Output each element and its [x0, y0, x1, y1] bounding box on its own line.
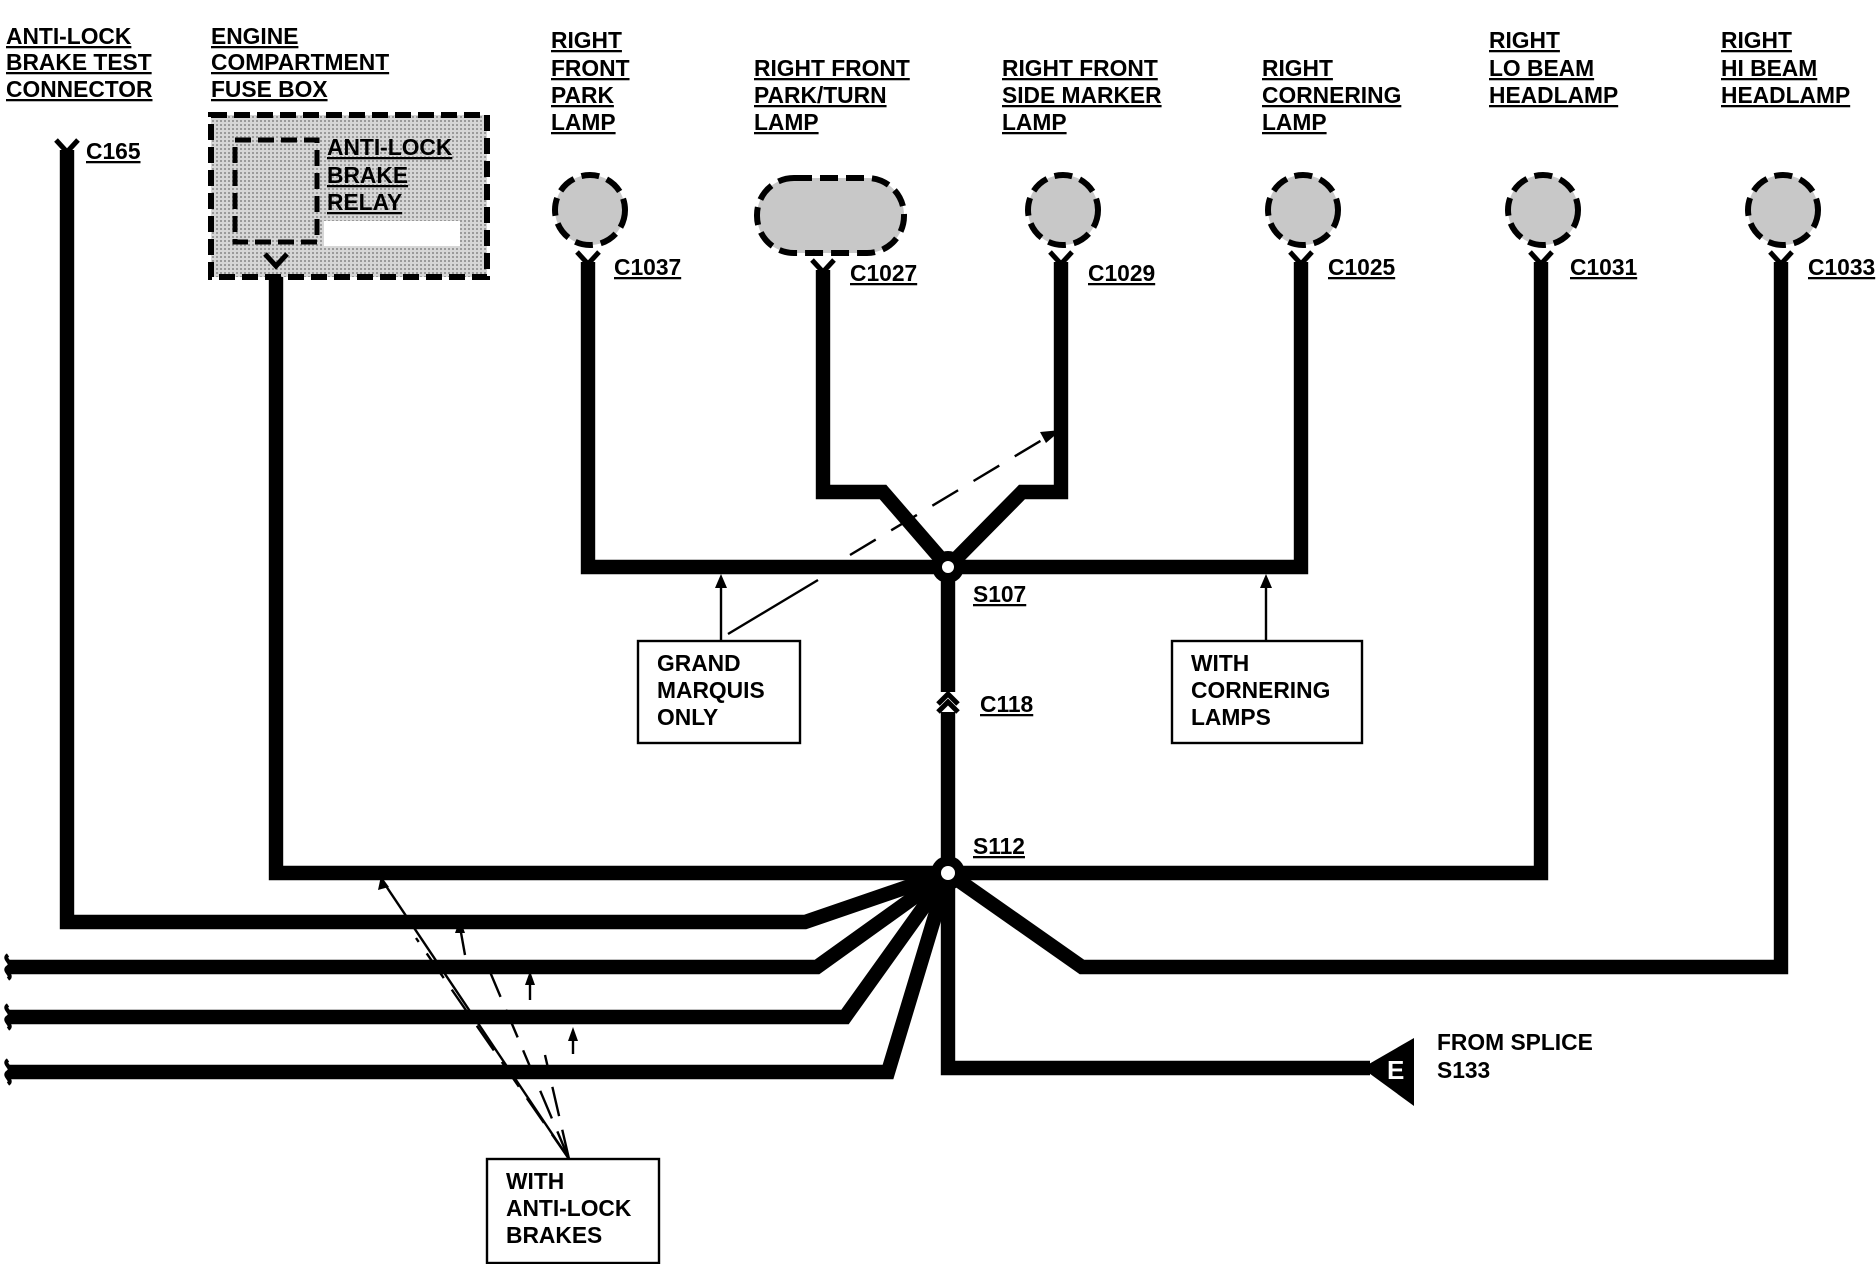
- svg-text:LAMP: LAMP: [551, 109, 616, 135]
- lamp-hi-beam: C1033: [1745, 172, 1875, 280]
- label-park-turn-lamp: RIGHT FRONT PARK/TURN LAMP: [754, 55, 910, 135]
- wire-lo-beam: [948, 262, 1549, 881]
- ground-terminal-e: E: [1362, 1038, 1414, 1106]
- svg-text:RIGHT: RIGHT: [551, 27, 622, 53]
- svg-text:CONNECTOR: CONNECTOR: [6, 76, 153, 102]
- wire-left-3: [8, 870, 955, 1080]
- svg-text:E: E: [1387, 1055, 1404, 1085]
- svg-text:ONLY: ONLY: [657, 704, 718, 730]
- arrows-grand-marquis: [715, 430, 1061, 641]
- svg-text:RIGHT: RIGHT: [1489, 27, 1560, 53]
- svg-text:C1027: C1027: [850, 260, 917, 286]
- label-park-lamp: RIGHT FRONT PARK LAMP: [551, 27, 630, 135]
- svg-text:PARK/TURN: PARK/TURN: [754, 82, 887, 108]
- wire-harness: [8, 150, 1789, 1080]
- svg-text:LAMP: LAMP: [1002, 109, 1067, 135]
- fuse-box: ANTI-LOCK BRAKE RELAY: [208, 112, 490, 280]
- svg-text:C165: C165: [86, 138, 141, 164]
- svg-text:BRAKES: BRAKES: [506, 1222, 602, 1248]
- svg-text:CORNERING: CORNERING: [1191, 677, 1330, 703]
- svg-text:BRAKE TEST: BRAKE TEST: [6, 49, 152, 75]
- connector-c165: C165: [54, 138, 141, 164]
- svg-text:C1025: C1025: [1328, 254, 1395, 280]
- splice-s107: [932, 551, 964, 583]
- svg-text:MARQUIS: MARQUIS: [657, 677, 765, 703]
- label-cornering-lamp: RIGHT CORNERING LAMP: [1262, 55, 1401, 135]
- svg-text:FROM SPLICE: FROM SPLICE: [1437, 1029, 1593, 1055]
- svg-text:WITH: WITH: [506, 1168, 564, 1194]
- svg-text:C1031: C1031: [1570, 254, 1637, 280]
- label-side-marker-lamp: RIGHT FRONT SIDE MARKER LAMP: [1002, 55, 1162, 135]
- svg-text:ANTI-LOCK: ANTI-LOCK: [327, 134, 453, 160]
- svg-text:ANTI-LOCK: ANTI-LOCK: [506, 1195, 632, 1221]
- wire-fuse-box: [268, 262, 948, 881]
- svg-text:ENGINE: ENGINE: [211, 23, 298, 49]
- note-cornering-lamps: WITH CORNERING LAMPS: [1170, 639, 1364, 745]
- svg-text:C1033: C1033: [1808, 254, 1875, 280]
- break-mark-3: [4, 1058, 12, 1086]
- break-mark-2: [4, 1003, 12, 1031]
- label-abs-test-connector: ANTI-LOCK BRAKE TEST CONNECTOR: [6, 23, 153, 102]
- abs-relay: [232, 137, 320, 245]
- svg-text:LO BEAM: LO BEAM: [1489, 55, 1594, 81]
- note-grand-marquis: GRAND MARQUIS ONLY: [636, 639, 802, 745]
- break-mark-1: [4, 953, 12, 981]
- lamp-side-marker: C1029: [1025, 172, 1155, 286]
- svg-text:HEADLAMP: HEADLAMP: [1721, 82, 1850, 108]
- svg-text:SIDE MARKER: SIDE MARKER: [1002, 82, 1162, 108]
- svg-text:HEADLAMP: HEADLAMP: [1489, 82, 1618, 108]
- arrow-cornering-lamps: [1260, 574, 1272, 641]
- label-hi-beam-headlamp: RIGHT HI BEAM HEADLAMP: [1721, 27, 1850, 108]
- label-s112: S112: [973, 833, 1025, 859]
- wire-hi-beam: [943, 262, 1789, 975]
- svg-text:RIGHT: RIGHT: [1262, 55, 1333, 81]
- svg-text:RIGHT: RIGHT: [1721, 27, 1792, 53]
- lamp-cornering: C1025: [1265, 172, 1395, 280]
- svg-text:FRONT: FRONT: [551, 55, 630, 81]
- wire-left-2: [8, 868, 954, 1025]
- svg-text:RIGHT FRONT: RIGHT FRONT: [754, 55, 910, 81]
- wire-ground: [940, 873, 1370, 1076]
- wire-park-turn: [815, 270, 954, 572]
- svg-text:PARK: PARK: [551, 82, 614, 108]
- wire-side-marker: [942, 262, 1069, 573]
- lamp-park-turn: C1027: [754, 175, 917, 286]
- svg-text:GRAND: GRAND: [657, 650, 741, 676]
- svg-text:LAMPS: LAMPS: [1191, 704, 1271, 730]
- svg-text:WITH: WITH: [1191, 650, 1249, 676]
- svg-text:FUSE BOX: FUSE BOX: [211, 76, 328, 102]
- connector-c118: [936, 690, 960, 714]
- svg-text:CORNERING: CORNERING: [1262, 82, 1401, 108]
- svg-text:LAMP: LAMP: [1262, 109, 1327, 135]
- svg-text:S133: S133: [1437, 1057, 1490, 1083]
- label-c118: C118: [980, 691, 1033, 717]
- svg-text:LAMP: LAMP: [754, 109, 819, 135]
- lamp-lo-beam: C1031: [1505, 172, 1637, 280]
- wire-break-marks: [4, 953, 12, 1086]
- note-anti-lock-brakes: WITH ANTI-LOCK BRAKES: [485, 1157, 661, 1264]
- wire-park-lamp: [580, 262, 948, 575]
- wire-left-1: [8, 867, 953, 975]
- svg-text:BRAKE: BRAKE: [327, 162, 408, 188]
- lamp-park: C1037: [552, 172, 681, 280]
- label-fuse-box: ENGINE COMPARTMENT FUSE BOX: [211, 23, 389, 102]
- svg-text:COMPARTMENT: COMPARTMENT: [211, 49, 389, 75]
- label-s107: S107: [973, 581, 1026, 607]
- svg-text:HI BEAM: HI BEAM: [1721, 55, 1817, 81]
- svg-text:ANTI-LOCK: ANTI-LOCK: [6, 23, 132, 49]
- arrows-anti-lock-brakes: [378, 876, 578, 1160]
- label-from-splice: FROM SPLICE S133: [1437, 1029, 1593, 1083]
- wire-cornering-lamp: [948, 262, 1309, 575]
- label-lo-beam-headlamp: RIGHT LO BEAM HEADLAMP: [1489, 27, 1618, 108]
- svg-text:RELAY: RELAY: [327, 189, 402, 215]
- splice-s112: [931, 856, 965, 890]
- svg-text:RIGHT FRONT: RIGHT FRONT: [1002, 55, 1158, 81]
- wire-c165: [59, 150, 951, 930]
- svg-text:C1037: C1037: [614, 254, 681, 280]
- svg-text:C1029: C1029: [1088, 260, 1155, 286]
